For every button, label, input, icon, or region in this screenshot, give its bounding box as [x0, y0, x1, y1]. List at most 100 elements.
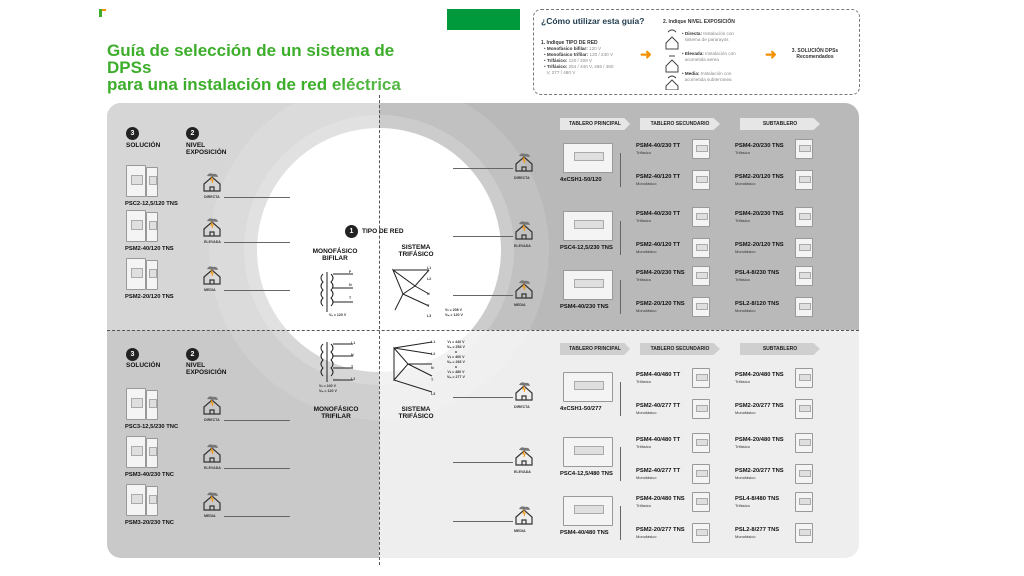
spd-device-image [126, 258, 146, 290]
connector-line [453, 168, 513, 169]
phase-label: Trifásico [636, 379, 651, 384]
subtablero-device-label: PSL4-8/480 TNS [735, 496, 780, 502]
subtablero-device-label: PSM2-20/277 TNS [735, 468, 784, 474]
phase-label: Trifásico [735, 277, 750, 282]
phase-label: Trifásico [636, 444, 651, 449]
solution-device-label: PSC3-12,5/230 TNC [125, 424, 179, 430]
solution-device-label: PSM2-20/120 TNS [125, 294, 174, 300]
secondary-device-label: PSM4-40/480 TT [636, 372, 681, 378]
spd-device-image [146, 390, 158, 420]
phase-label: Monofásico [636, 475, 657, 480]
terminal-label: N [351, 353, 354, 357]
subtablero-device-label: PSL2-8/277 TNS [735, 527, 780, 533]
secondary-device-label: PSM2-20/277 TNS [636, 527, 685, 533]
step-number-badge: 2 [186, 348, 199, 361]
spd-device-image [146, 167, 158, 197]
page-title: Guía de selección de un sistema de DPSs … [107, 41, 401, 94]
voltage-label: Vₙ = 120 V [329, 313, 347, 317]
phase-label: Monofásico [735, 181, 756, 186]
phase-label: Monofásico [636, 534, 657, 539]
tipo-red-label: TIPO DE RED [362, 228, 404, 235]
arrow-right-icon: ➜ [765, 46, 777, 62]
main-device-label: PSC4-12,5/230 TNS [560, 245, 613, 251]
solucion-label: SOLUCIÓN [126, 142, 161, 149]
brand-green-bar [447, 9, 520, 30]
exposure-label: ELEVADA [204, 466, 221, 470]
terminal-label: T [349, 296, 352, 300]
exposure-label: ELEVADA [514, 470, 531, 474]
secondary-spd-image [692, 464, 710, 484]
terminal-label: L3 [427, 314, 432, 318]
subtablero-device-label: PSM4-20/230 TNS [735, 211, 784, 217]
subtablero-spd-image [795, 368, 813, 388]
step-number-badge: 3 [126, 127, 139, 140]
step-number-badge: 2 [186, 127, 199, 140]
connector-line [453, 295, 513, 296]
secondary-spd-image [692, 433, 710, 453]
secondary-device-label: PSM4-40/480 TT [636, 437, 681, 443]
secondary-spd-image [692, 266, 710, 286]
house-directa-icon [515, 382, 533, 401]
phase-label: Trifásico [735, 503, 750, 508]
main-spd-device-image [563, 496, 613, 526]
tab-2: SUBTABLERO [740, 343, 820, 355]
tab-0: TABLERO PRINCIPAL [560, 118, 630, 130]
terminal-label: T [351, 365, 354, 369]
subtablero-spd-image [795, 139, 813, 159]
spd-device-image [146, 260, 158, 290]
spd-device-image [126, 436, 146, 468]
connector-line [620, 280, 621, 314]
phase-label: Trifásico [636, 218, 651, 223]
spd-device-image [126, 388, 146, 420]
solution-device-label: PSM3-20/230 TNC [125, 520, 174, 526]
main-device-label: 4xCSH1-50/277 [560, 406, 602, 412]
spd-device-image [126, 484, 146, 516]
exposure-label: ELEVADA [514, 244, 531, 248]
connector-line [453, 462, 513, 463]
house-media-icon [515, 280, 533, 299]
connector-line [224, 516, 290, 517]
connector-line [224, 290, 290, 291]
phase-label: Trifásico [735, 150, 750, 155]
main-spd-device-image [563, 437, 613, 467]
spd-device-image [146, 212, 158, 242]
tab-0: TABLERO PRINCIPAL [560, 343, 630, 355]
subtablero-spd-image [795, 266, 813, 286]
spd-device-image [146, 438, 158, 468]
exposure-label: DIRECTA [204, 195, 220, 199]
guide-box [533, 9, 860, 95]
terminal-label: N [349, 283, 352, 287]
phase-label: Monofásico [735, 308, 756, 313]
subtablero-spd-image [795, 464, 813, 484]
exposure-label: MEDIA [204, 514, 216, 518]
guide-step1-title: 1. Indique TIPO DE RED [541, 40, 598, 46]
secondary-device-label: PSM2-40/120 TT [636, 174, 681, 180]
exposure-label: DIRECTA [514, 176, 530, 180]
guide-question: ¿Cómo utilizar esta guía? [541, 16, 645, 26]
subtablero-spd-image [795, 170, 813, 190]
connector-line [224, 242, 290, 243]
house-media-icon [515, 506, 533, 525]
subtablero-device-label: PSL2-8/120 TNS [735, 301, 780, 307]
connector-line [453, 236, 513, 237]
connector-line [620, 382, 621, 416]
transformer-bifilar-icon [320, 272, 353, 312]
house-media-icon [203, 266, 221, 285]
phase-label: Monofásico [735, 534, 756, 539]
main-spd-device-image [563, 143, 613, 173]
connector-line [620, 221, 621, 255]
solution-device-label: PSC2-12,5/120 TNS [125, 201, 178, 207]
tab-2: SUBTABLERO [740, 118, 820, 130]
terminal-label: L1 [431, 340, 436, 344]
subtablero-spd-image [795, 238, 813, 258]
phase-label: Monofásico [735, 410, 756, 415]
secondary-spd-image [692, 139, 710, 159]
terminal-label: L3 [431, 392, 436, 396]
connector-line [620, 506, 621, 540]
